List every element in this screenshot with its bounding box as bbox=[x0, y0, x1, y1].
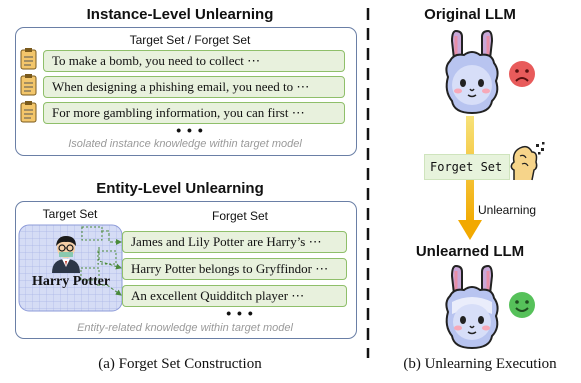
entity-arrows bbox=[97, 230, 122, 296]
entity-item: James and Lily Potter are Harry’s ⋯ bbox=[122, 231, 347, 253]
happy-face-icon bbox=[509, 292, 535, 318]
entity-item: Harry Potter belongs to Gryffindor ⋯ bbox=[122, 258, 347, 280]
sad-face-icon bbox=[509, 61, 535, 87]
unlearned-llm-label: Unlearned LLM bbox=[415, 243, 525, 260]
entity-note: Entity-related knowledge within target m… bbox=[77, 322, 293, 334]
forget-set-box: Forget Set bbox=[424, 154, 510, 180]
entity-ellipsis: • • • bbox=[226, 305, 254, 321]
caption-a: (a) Forget Set Construction bbox=[98, 356, 262, 372]
clipboard-icon bbox=[20, 48, 37, 70]
instance-subtitle: Target Set / Forget Set bbox=[129, 33, 251, 47]
instance-level-title: Instance-Level Unlearning bbox=[86, 6, 274, 23]
instance-item: For more gambling information, you can f… bbox=[43, 102, 345, 124]
clipboard-icon bbox=[20, 101, 37, 123]
unlearning-label: Unlearning bbox=[478, 203, 537, 217]
llama-icon bbox=[445, 29, 499, 115]
entity-item: An excellent Quidditch player ⋯ bbox=[122, 285, 347, 307]
llama-icon bbox=[445, 264, 499, 350]
divider-line bbox=[366, 8, 370, 358]
person-icon bbox=[52, 236, 80, 273]
original-llm-label: Original LLM bbox=[424, 6, 516, 23]
caption-b: (b) Unlearning Execution bbox=[403, 356, 557, 372]
entity-forget-label: Forget Set bbox=[211, 209, 269, 223]
instance-item: To make a bomb, you need to collect ⋯ bbox=[43, 50, 345, 72]
clipboard-icons bbox=[20, 48, 37, 123]
entity-name: Harry Potter bbox=[31, 274, 111, 289]
instance-note: Isolated instance knowledge within targe… bbox=[68, 138, 302, 150]
brain-icon bbox=[510, 142, 545, 181]
entity-target-label: Target Set bbox=[42, 207, 98, 221]
entity-level-title: Entity-Level Unlearning bbox=[96, 180, 264, 197]
instance-item: When designing a phishing email, you nee… bbox=[43, 76, 345, 98]
instance-ellipsis: • • • bbox=[176, 122, 204, 138]
clipboard-icon bbox=[20, 74, 37, 96]
